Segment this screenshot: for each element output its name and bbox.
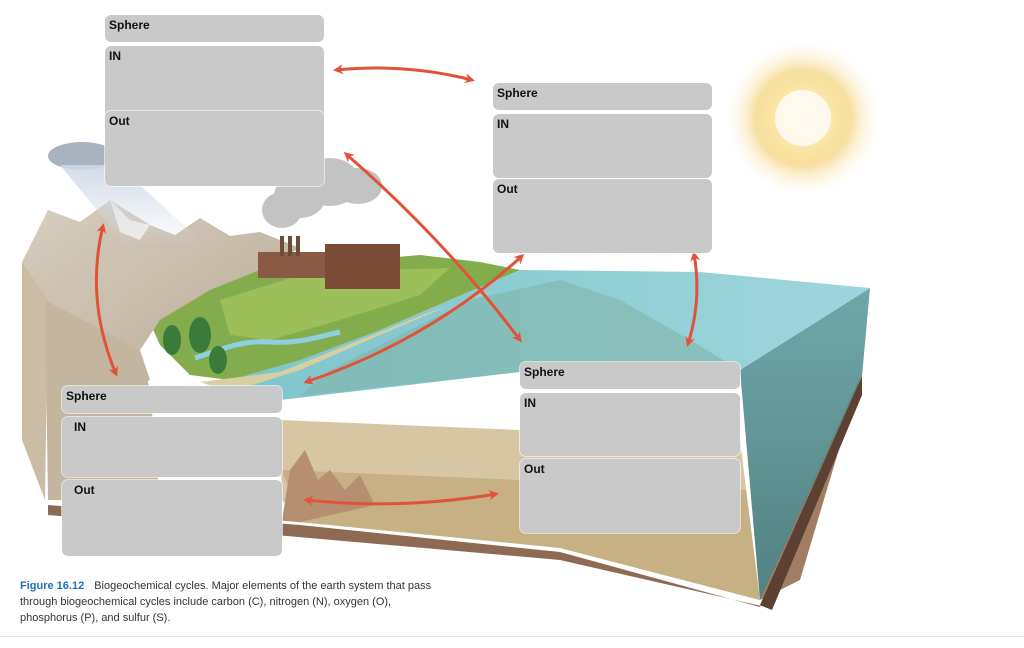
out-label: Out xyxy=(74,483,95,497)
sphere-label: Sphere xyxy=(497,86,538,100)
arrow-bottom-horizontal xyxy=(303,490,499,506)
sphere-label-cell[interactable]: Sphere xyxy=(520,362,740,389)
sphere-label: Sphere xyxy=(524,365,565,379)
in-cell[interactable]: IN xyxy=(105,46,324,121)
rain xyxy=(60,165,200,250)
in-cell[interactable]: IN xyxy=(493,114,712,178)
cycle-arrows xyxy=(94,64,701,506)
arrow-upperright-lowerleft xyxy=(303,253,525,385)
sphere-box-bottom-left: Sphere IN Out xyxy=(62,386,282,556)
sphere-label: Sphere xyxy=(66,389,107,403)
arrow-atmosphere-hydrosphere xyxy=(333,64,475,84)
rain-cloud xyxy=(48,142,116,170)
in-label: IN xyxy=(74,420,86,434)
out-cell[interactable]: Out xyxy=(520,459,740,533)
out-label: Out xyxy=(497,182,518,196)
divider xyxy=(0,636,1024,637)
sphere-box-top-right: Sphere IN Out xyxy=(493,83,712,253)
sphere-label-cell[interactable]: Sphere xyxy=(105,15,324,42)
out-label: Out xyxy=(109,114,130,128)
in-label: IN xyxy=(109,49,121,63)
out-cell[interactable]: Out xyxy=(62,480,282,556)
out-label: Out xyxy=(524,462,545,476)
trees xyxy=(163,317,227,374)
in-label: IN xyxy=(497,117,509,131)
in-cell[interactable]: IN xyxy=(520,393,740,456)
seabed-side xyxy=(760,376,862,610)
sphere-label-cell[interactable]: Sphere xyxy=(493,83,712,110)
ocean-side xyxy=(740,288,870,600)
in-label: IN xyxy=(524,396,536,410)
arrow-upperright-box-to-ocean xyxy=(685,251,701,347)
figure-label: Figure 16.12 xyxy=(20,580,85,592)
out-cell[interactable]: Out xyxy=(105,111,324,186)
sphere-box-top-left: Sphere IN Out xyxy=(105,15,324,186)
sphere-label: Sphere xyxy=(109,18,150,32)
arrow-left-vertical xyxy=(94,223,118,377)
sun-core xyxy=(775,90,831,146)
caption-text: Biogeochemical cycles. Major elements of… xyxy=(20,580,432,624)
sphere-box-bottom-right: Sphere IN Out xyxy=(520,362,740,533)
sphere-label-cell[interactable]: Sphere xyxy=(62,386,282,413)
out-cell[interactable]: Out xyxy=(493,179,712,253)
in-cell[interactable]: IN xyxy=(62,417,282,477)
mountain-left-face xyxy=(22,262,48,500)
